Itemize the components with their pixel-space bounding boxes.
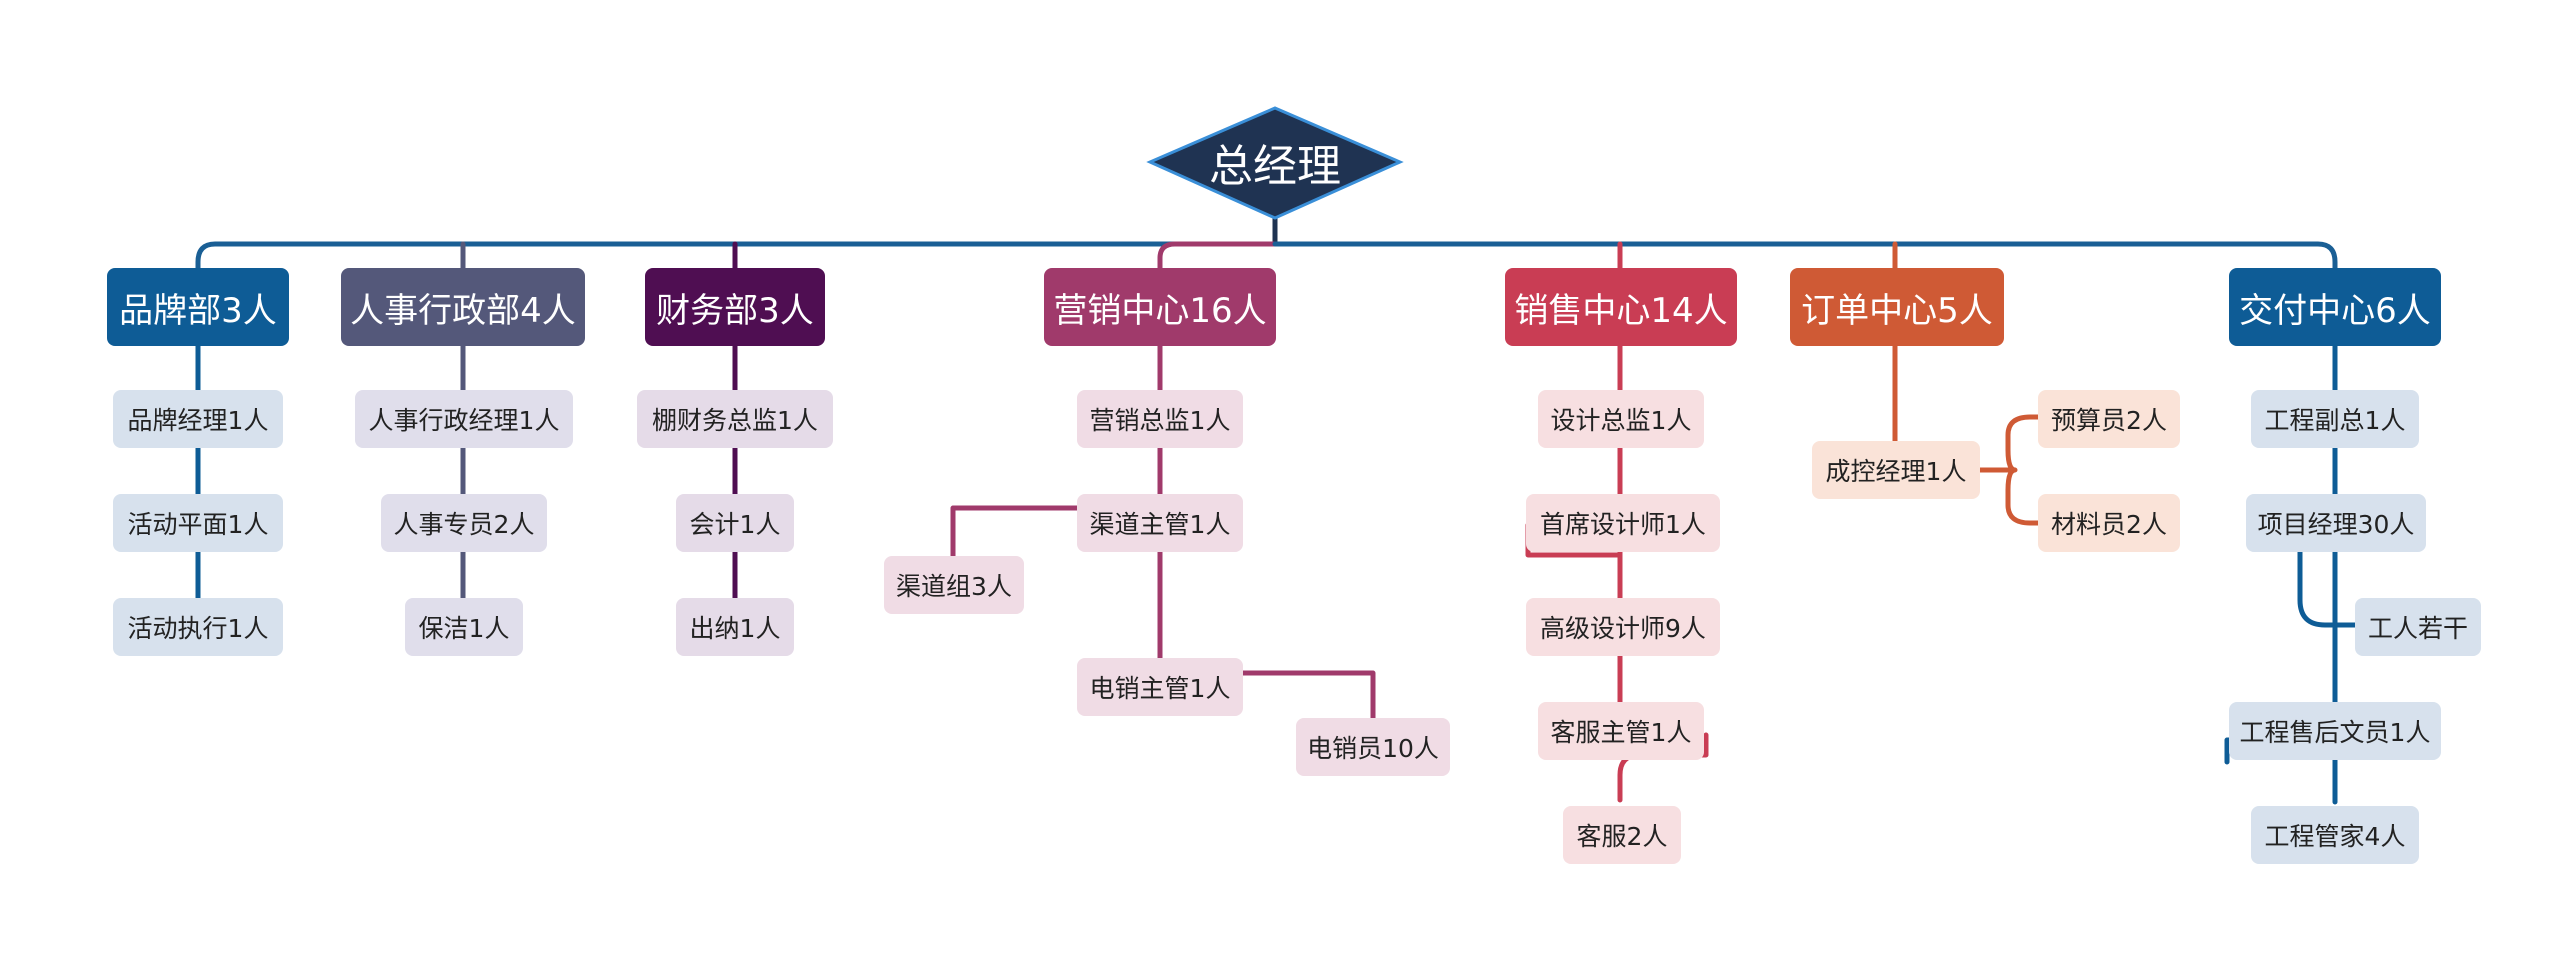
- hr-child[interactable]: 人事行政经理1人: [355, 390, 573, 448]
- sales-child[interactable]: 首席设计师1人: [1526, 494, 1720, 552]
- sales-child[interactable]: 设计总监1人: [1538, 390, 1704, 448]
- marketing-child[interactable]: 渠道主管1人: [1077, 494, 1243, 552]
- dept-brand[interactable]: 品牌部3人: [107, 268, 289, 346]
- dept-sales[interactable]: 销售中心14人: [1505, 268, 1737, 346]
- root-title[interactable]: 总经理: [1209, 141, 1341, 192]
- delivery-child[interactable]: 工人若干: [2355, 598, 2481, 656]
- brand-child[interactable]: 品牌经理1人: [113, 390, 283, 448]
- brand-child[interactable]: 活动执行1人: [113, 598, 283, 656]
- delivery-child[interactable]: 项目经理30人: [2246, 494, 2426, 552]
- dept-delivery[interactable]: 交付中心6人: [2229, 268, 2441, 346]
- delivery-lines: [2224, 343, 2358, 805]
- sales-child[interactable]: 客服主管1人: [1538, 702, 1704, 760]
- finance-child[interactable]: 棚财务总监1人: [637, 390, 833, 448]
- marketing-child[interactable]: 电销员10人: [1296, 718, 1450, 776]
- brand-child[interactable]: 活动平面1人: [113, 494, 283, 552]
- dept-hr[interactable]: 人事行政部4人: [341, 268, 585, 346]
- trunk-left: [195, 241, 1278, 271]
- marketing-child[interactable]: 渠道组3人: [884, 556, 1024, 614]
- hr-child[interactable]: 保洁1人: [405, 598, 523, 656]
- order-child[interactable]: 预算员2人: [2038, 390, 2180, 448]
- delivery-child[interactable]: 工程副总1人: [2251, 390, 2419, 448]
- delivery-child[interactable]: 工程售后文员1人: [2229, 702, 2441, 760]
- trunk-right: [1272, 241, 2338, 271]
- hr-child[interactable]: 人事专员2人: [381, 494, 547, 552]
- marketing-child[interactable]: 电销主管1人: [1077, 658, 1243, 716]
- delivery-child[interactable]: 工程管家4人: [2251, 806, 2419, 864]
- dept-marketing[interactable]: 营销中心16人: [1044, 268, 1276, 346]
- finance-child[interactable]: 会计1人: [676, 494, 794, 552]
- order-child[interactable]: 成控经理1人: [1812, 441, 1980, 499]
- sales-child[interactable]: 客服2人: [1563, 806, 1681, 864]
- root-diamond: [1146, 106, 1404, 220]
- order-child[interactable]: 材料员2人: [2038, 494, 2180, 552]
- finance-child[interactable]: 出纳1人: [676, 598, 794, 656]
- sales-child[interactable]: 高级设计师9人: [1526, 598, 1720, 656]
- dept-finance[interactable]: 财务部3人: [645, 268, 825, 346]
- trunk-mid: [1157, 241, 1278, 271]
- sales-lines: [1525, 343, 1709, 803]
- marketing-child[interactable]: 营销总监1人: [1077, 390, 1243, 448]
- marketing-lines: [950, 343, 1376, 723]
- order-lines: [1892, 343, 2041, 526]
- dept-order[interactable]: 订单中心5人: [1790, 268, 2004, 346]
